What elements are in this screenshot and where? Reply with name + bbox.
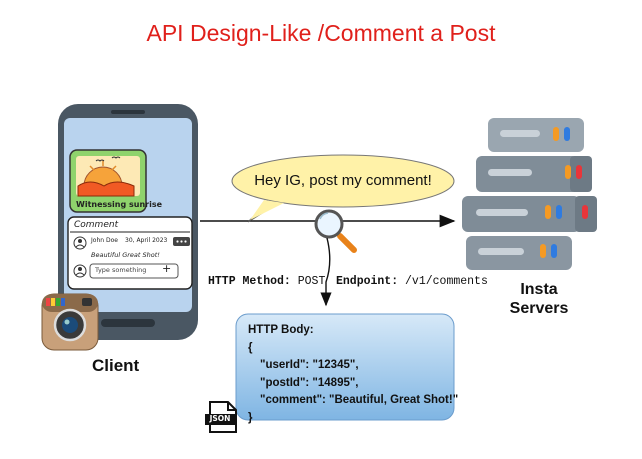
body-arrow (320, 237, 332, 307)
comment-text: Beautiful Great Shot! (91, 251, 160, 259)
http-body-box (235, 313, 455, 421)
speech-bubble (231, 154, 455, 223)
add-comment-button[interactable]: + (162, 262, 172, 275)
http-body-content: HTTP Body: { "userId": "12345", "postId"… (248, 322, 458, 427)
server-rack-icon (462, 118, 597, 270)
comment-author: John Doe (91, 237, 118, 244)
http-method-label: HTTP Method: (208, 275, 291, 288)
json-icon-label: JSON (209, 414, 231, 423)
instagram-logo-icon (41, 293, 99, 351)
http-body-line: "postId": "14895", (260, 376, 359, 389)
comment-date: 30, April 2023 (125, 237, 168, 244)
speech-bubble-text: Hey IG, post my comment! (254, 172, 432, 189)
magnifier-icon (314, 209, 357, 253)
endpoint-label: Endpoint: (336, 275, 399, 288)
sunrise-image-icon (69, 149, 147, 213)
http-body-close-brace: } (248, 411, 253, 424)
http-body-open-brace: { (248, 341, 253, 354)
comment-input[interactable]: Type something (95, 266, 147, 274)
http-method: HTTP Method: POST (208, 275, 325, 288)
http-body-line: "comment": "Beautiful, Great Shot!" (260, 394, 459, 406)
endpoint-value: /v1/comments (405, 275, 488, 288)
comment-panel-title: Comment (74, 220, 119, 230)
http-body-line: "userId": "12345", (260, 359, 359, 371)
comment-panel (67, 216, 193, 290)
servers-label-line1: Insta (520, 281, 558, 298)
client-label: Client (92, 356, 140, 375)
json-file-icon (205, 401, 237, 433)
http-method-value: POST (297, 275, 326, 288)
http-body-label: HTTP Body: (248, 324, 314, 336)
diagram-title: API Design-Like /Comment a Post (146, 20, 496, 46)
endpoint: Endpoint: /v1/comments (336, 275, 488, 288)
post-caption: Witnessing sunrise (76, 200, 163, 209)
servers-label: Insta Servers (496, 280, 582, 318)
servers-label-line2: Servers (509, 300, 569, 317)
